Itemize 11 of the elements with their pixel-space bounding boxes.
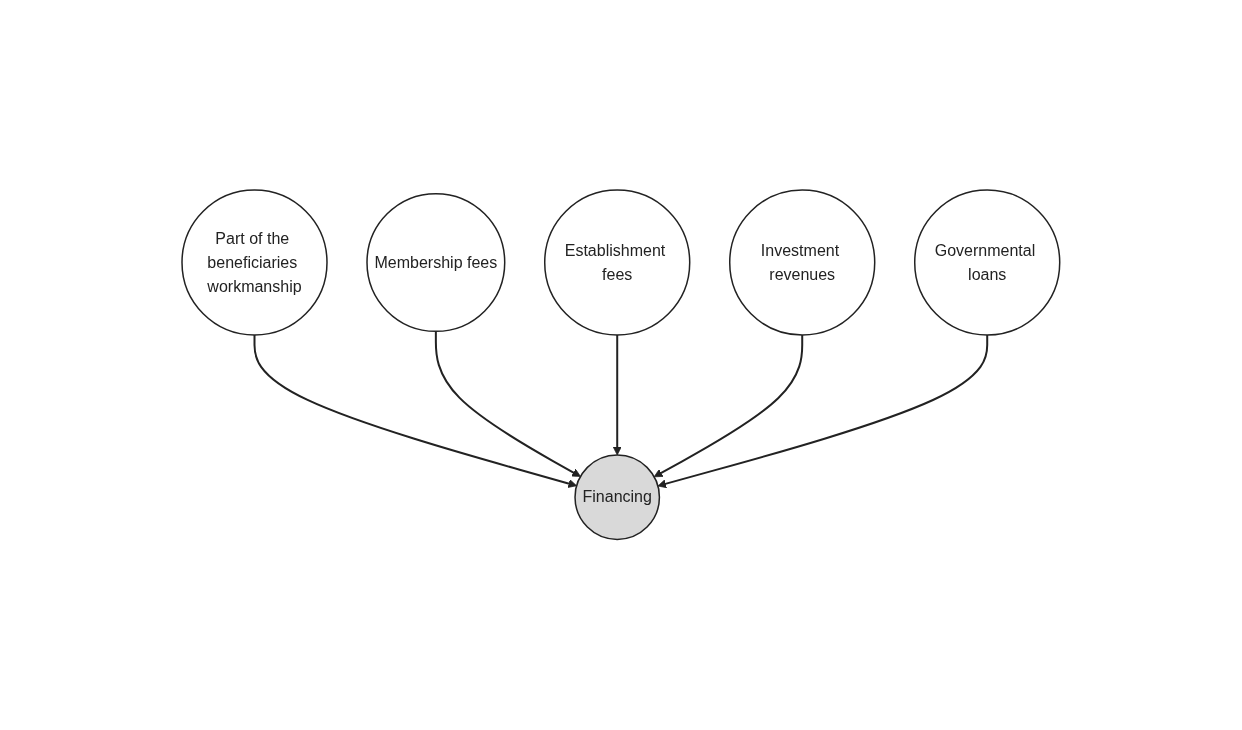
node-circle: Part of the beneficiaries workmanship [181, 189, 328, 337]
arrow [657, 334, 989, 489]
node-circle: Financing [574, 454, 661, 541]
arrow [435, 330, 581, 478]
node-circle: Governmental loans [914, 189, 1061, 337]
arrow [653, 334, 804, 478]
arrow [253, 334, 578, 489]
node-circle: Investment revenues [729, 189, 876, 337]
node-circle: Membership fees [366, 193, 506, 333]
node-circle: Establishment fees [544, 189, 691, 337]
arrow [612, 334, 622, 456]
